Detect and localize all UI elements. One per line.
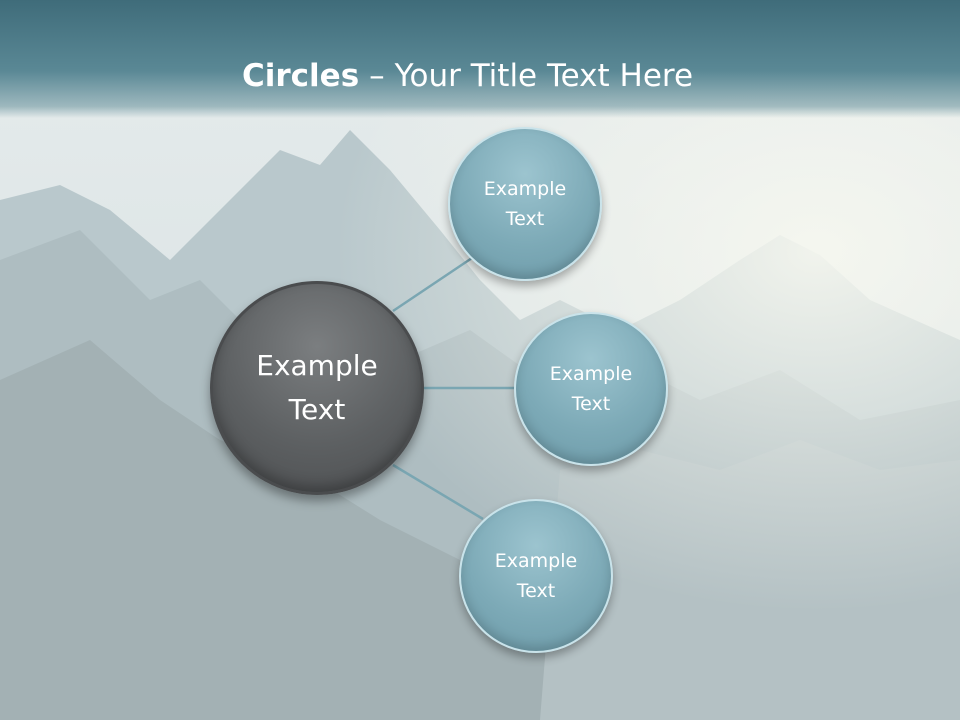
node-circle-2-line1: Example — [549, 363, 633, 385]
center-circle-line2: Text — [288, 393, 346, 426]
title-bar — [0, 0, 960, 118]
node-circle-2[interactable]: Example Text — [514, 312, 668, 466]
node-circle-3[interactable]: Example Text — [459, 499, 613, 653]
center-circle[interactable]: Example Text — [210, 281, 424, 495]
connector-line-3 — [392, 463, 484, 521]
node-circle-3-line1: Example — [494, 550, 578, 572]
title-bold: Circles — [242, 58, 360, 94]
connector-line-1 — [392, 256, 473, 313]
center-circle-line1: Example — [256, 349, 378, 382]
slide-title: Circles–Your Title Text Here — [242, 56, 693, 96]
node-circle-1[interactable]: Example Text — [448, 127, 602, 281]
title-rest: Your Title Text Here — [394, 58, 694, 94]
node-circle-1-line1: Example — [483, 178, 567, 200]
node-circle-3-line2: Text — [516, 580, 556, 602]
node-circle-1-line2: Text — [505, 208, 545, 230]
node-circle-2-line2: Text — [571, 393, 611, 415]
title-dash: – — [369, 58, 385, 94]
